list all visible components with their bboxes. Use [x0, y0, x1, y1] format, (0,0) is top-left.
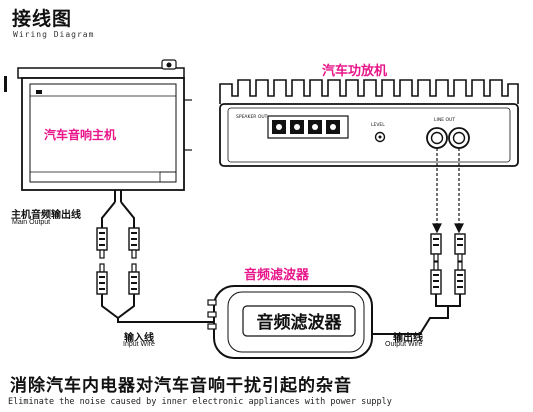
amplifier-label: 汽车功放机 [322, 64, 388, 79]
audio-filter-box: 音频滤波器 [207, 285, 373, 359]
filter-title: 音频滤波器 [244, 268, 310, 283]
right-rca-plugs [430, 233, 466, 295]
output-wire-label-cn: 输出线 [393, 333, 423, 344]
level-label: LEVEL [371, 122, 385, 128]
input-wire [101, 294, 213, 323]
connection-arrows [432, 148, 464, 234]
main-output-label-en: Main Output [12, 219, 51, 226]
head-unit [4, 59, 192, 202]
amplifier [219, 79, 519, 167]
head-unit-label: 汽车音响主机 [44, 128, 117, 142]
input-wire-label-cn: 输入线 [124, 333, 154, 344]
output-wire-label-en: Output Wire [385, 341, 423, 348]
filter-box-label: 音频滤波器 [257, 312, 343, 333]
left-rca-plugs [96, 227, 140, 295]
footer-caption-cn: 消除汽车内电器对汽车音响干扰引起的杂音 [10, 376, 352, 396]
diagram-title: 接线图 [12, 8, 73, 30]
output-wire [372, 294, 461, 335]
line-out-label: LINE OUT [434, 117, 455, 123]
footer-caption-en: Eliminate the noise caused by inner elec… [8, 397, 392, 407]
speaker-out-label: SPEAKER OUT [236, 114, 268, 120]
input-wire-label-en: Input Wire [123, 341, 155, 348]
diagram-subtitle: Wiring Diagram [13, 30, 95, 39]
main-output-label-cn: 主机音频输出线 [11, 210, 81, 221]
main-output-cable [101, 201, 135, 228]
